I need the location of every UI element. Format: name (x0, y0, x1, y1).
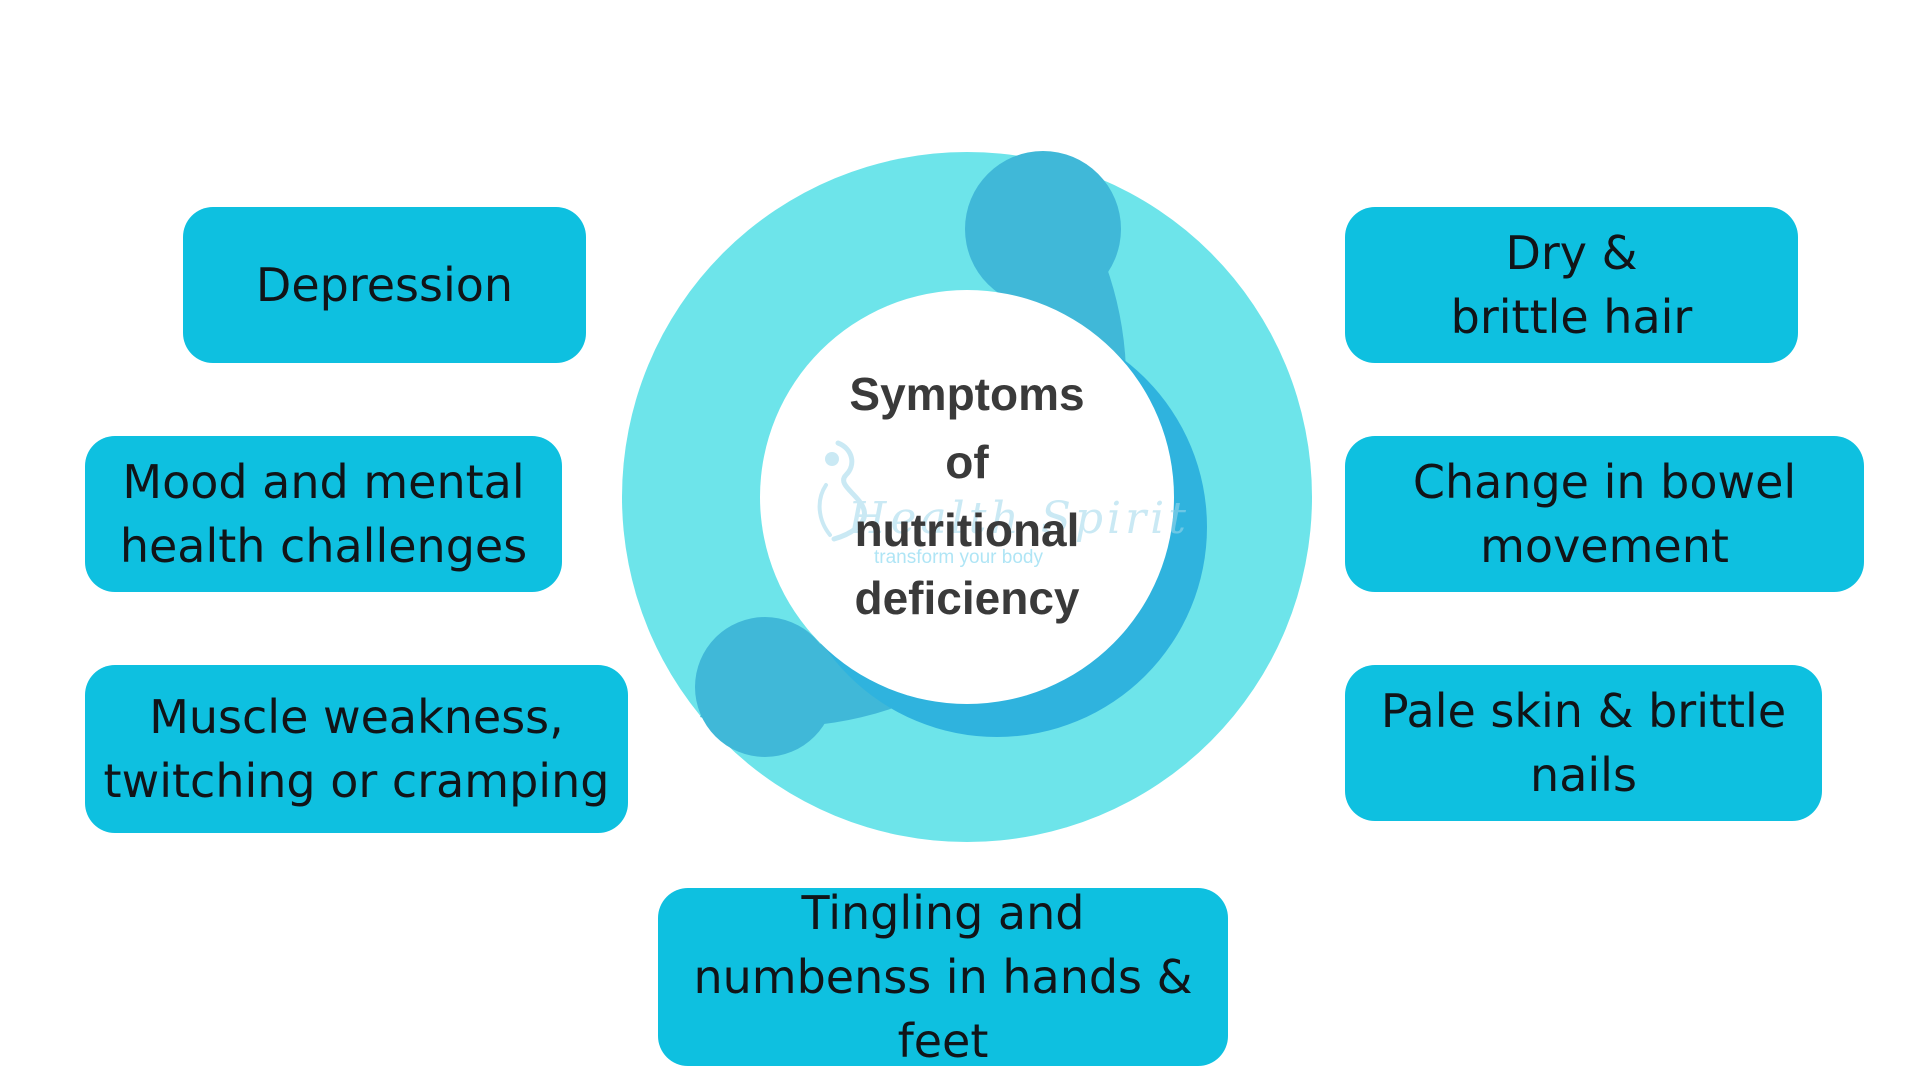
body-silhouette-icon (817, 440, 867, 542)
symptom-text: twitching or cramping (103, 754, 610, 808)
center-title-line: deficiency (854, 572, 1080, 624)
center-disc (760, 290, 1174, 704)
symptom-text: brittle hair (1450, 290, 1693, 344)
symptom-card-muscle: Muscle weakness, twitching or cramping (85, 665, 628, 833)
brand-logo: Health Spirit transform your body (808, 435, 1186, 575)
symptom-card-hair: Dry & brittle hair (1345, 207, 1798, 363)
symptom-text: numbenss in hands & (693, 950, 1193, 1004)
symptom-text: Tingling and (801, 886, 1085, 940)
symptom-text: movement (1480, 519, 1729, 573)
symptom-card-depression: Depression (183, 207, 586, 363)
ring-dark-cap-top (965, 151, 1121, 307)
symptom-text: Dry & (1505, 226, 1638, 280)
center-title-line: nutritional (854, 504, 1080, 556)
symptom-text: Pale skin & brittle (1380, 684, 1787, 738)
symptom-card-bowel: Change in bowel movement (1345, 436, 1864, 592)
symptom-card-skin: Pale skin & brittle nails (1345, 665, 1822, 821)
symptom-text: feet (897, 1014, 989, 1068)
symptom-text: Change in bowel (1412, 455, 1797, 509)
symptom-card-mood: Mood and mental health challenges (85, 436, 562, 592)
symptom-text: health challenges (119, 519, 528, 573)
symptom-text: nails (1530, 748, 1637, 802)
center-title: Symptoms of nutritional deficiency (777, 360, 1157, 632)
center-title-line: of (945, 436, 989, 488)
symptom-text: Muscle weakness, (149, 690, 564, 744)
ring-dark-cap-bottom (695, 617, 835, 757)
symptom-card-tingling: Tingling and numbenss in hands & feet (658, 886, 1228, 1068)
logo-tagline: transform your body (874, 547, 1043, 568)
center-title-line: Symptoms (849, 368, 1085, 420)
symptom-text: Depression (255, 258, 514, 312)
symptom-text: Mood and mental (122, 455, 525, 509)
logo-script-text: Health Spirit (848, 493, 1190, 544)
